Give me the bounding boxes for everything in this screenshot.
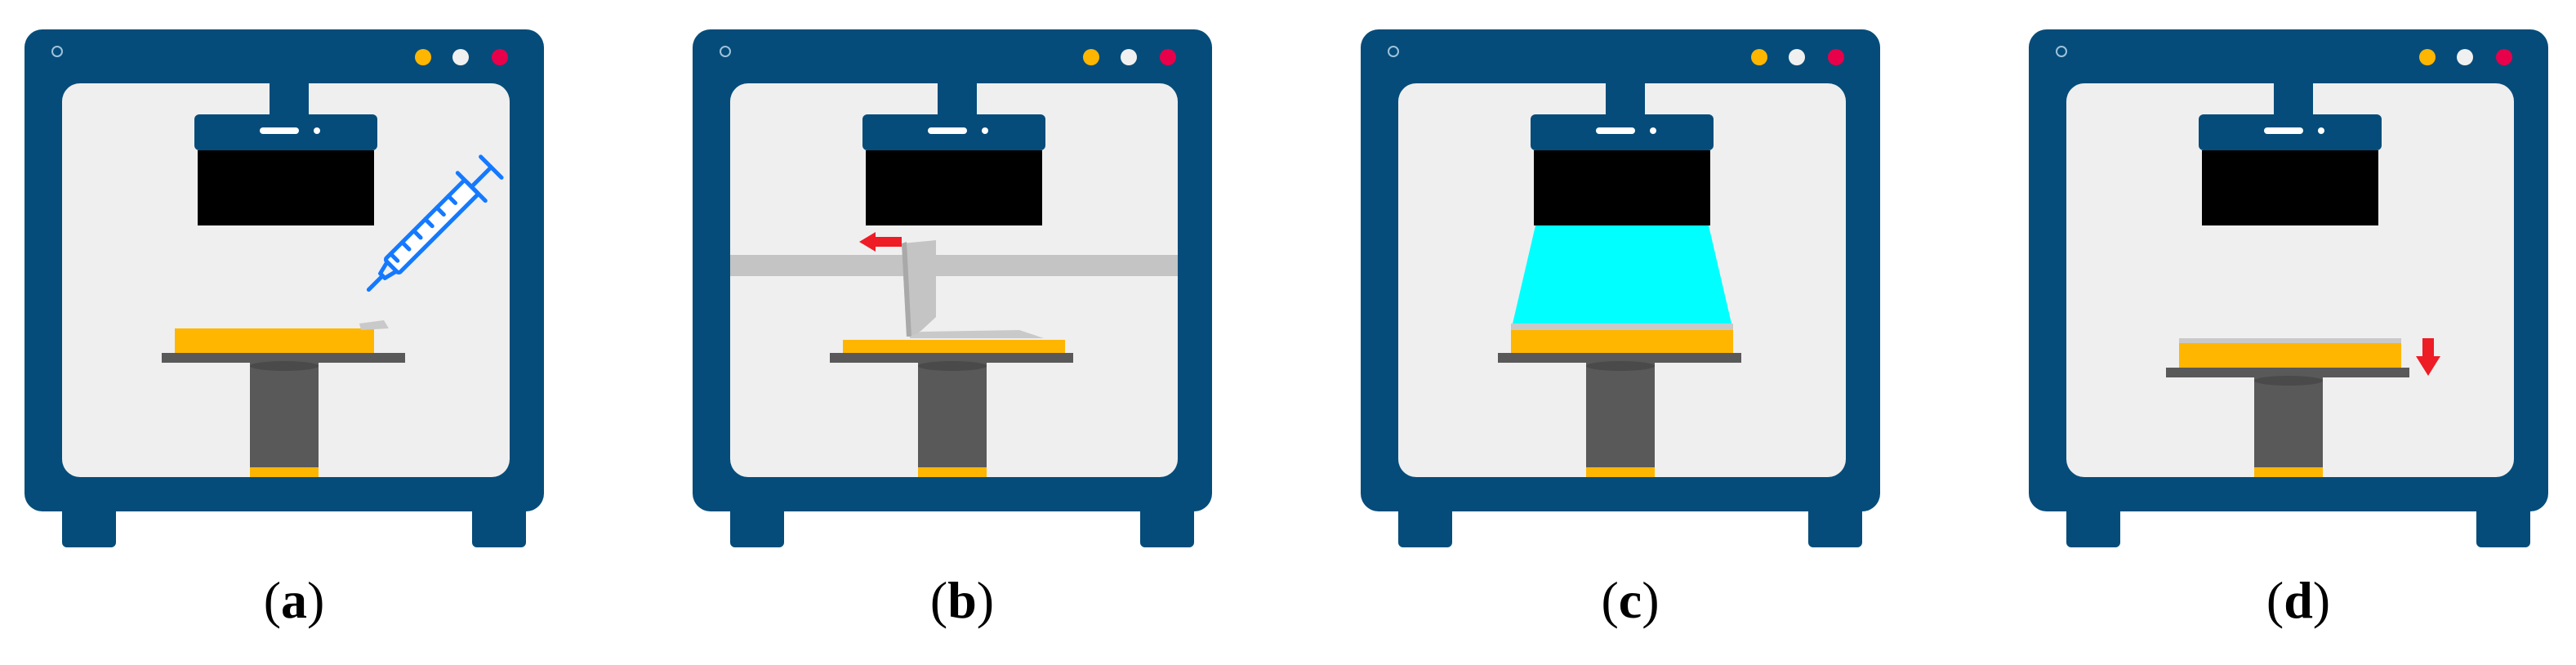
resin-layer [2179,338,2401,343]
printer-foot-right [1140,507,1194,547]
status-led-yellow [2419,49,2436,65]
build-platform [1498,353,1741,363]
power-led [2056,46,2067,57]
z-axis-column-top [1586,361,1655,371]
resin-tray [2179,343,2401,368]
panel-a: (a) [25,0,564,665]
projector-dot [1650,127,1656,134]
build-chamber [62,83,510,477]
caption-b: (b) [929,571,995,629]
z-axis-column [1586,363,1655,474]
syringe-icon [366,154,504,292]
printer-c [1361,29,1880,547]
resin-tray [1511,330,1733,353]
build-platform [2166,368,2409,377]
projector-mount [1606,83,1645,116]
left-arrow-icon [859,232,902,252]
build-platform [162,353,405,363]
projector-screen [2202,150,2378,225]
status-led-white [2457,49,2473,65]
build-platform [830,353,1073,363]
caption-d: (d) [2266,571,2331,629]
z-axis-base [2254,467,2323,477]
caption-d-letter: d [2284,571,2313,629]
caption-a: (a) [263,571,325,629]
z-axis-column-top [2254,376,2323,386]
printer-foot-left [2066,507,2120,547]
printer-foot-right [1808,507,1862,547]
z-axis-column [250,363,319,474]
power-led [720,46,731,57]
printer-foot-right [472,507,526,547]
resin-layer [910,330,1044,338]
down-arrow-icon [2416,338,2440,376]
build-chamber [730,83,1178,477]
caption-c: (c) [1601,571,1660,629]
projector-dot [2318,127,2324,134]
printer-b [693,29,1212,547]
resin-drop [359,320,389,330]
recoater-rail [730,255,1178,276]
build-chamber [2066,83,2514,477]
panel-d: (d) [2029,0,2568,665]
projector-slot [260,127,299,134]
status-led-white [1789,49,1805,65]
printer-foot-right [2476,507,2530,547]
z-axis-column-top [250,361,319,371]
caption-a-letter: a [281,571,307,629]
status-led-red [1828,49,1844,65]
panel-b: (b) [693,0,1232,665]
projector-mount [270,83,309,116]
status-led-red [492,49,508,65]
recoater-blade-icon [902,240,936,337]
printer-d [2029,29,2548,547]
power-led [51,46,63,57]
projector-dot [314,127,320,134]
caption-b-letter: b [947,571,977,629]
projector-slot [2264,127,2303,134]
status-led-yellow [1083,49,1099,65]
projector-screen [198,150,374,225]
status-led-red [1160,49,1176,65]
projector-mount [2274,83,2313,116]
status-led-yellow [415,49,431,65]
resin-layer [1511,324,1733,330]
z-axis-base [250,467,319,477]
projector-screen [866,150,1042,225]
status-led-yellow [1751,49,1767,65]
caption-c-letter: c [1618,571,1642,629]
status-led-white [452,49,469,65]
resin-tray [843,340,1065,353]
projector-dot [982,127,988,134]
panel-c: (c) [1361,0,1900,665]
projector-slot [928,127,967,134]
z-axis-column [918,363,987,474]
status-led-white [1121,49,1137,65]
status-led-red [2496,49,2512,65]
uv-light-beam-icon [1513,225,1731,324]
resin-tray [175,328,374,353]
z-axis-column [2254,377,2323,474]
printer-foot-left [730,507,784,547]
power-led [1388,46,1399,57]
printer-foot-left [1398,507,1452,547]
projector-mount [938,83,977,116]
printer-foot-left [62,507,116,547]
z-axis-column-top [918,361,987,371]
projector-screen [1534,150,1710,225]
z-axis-base [918,467,987,477]
z-axis-base [1586,467,1655,477]
projector-slot [1596,127,1635,134]
printer-a [25,29,544,547]
